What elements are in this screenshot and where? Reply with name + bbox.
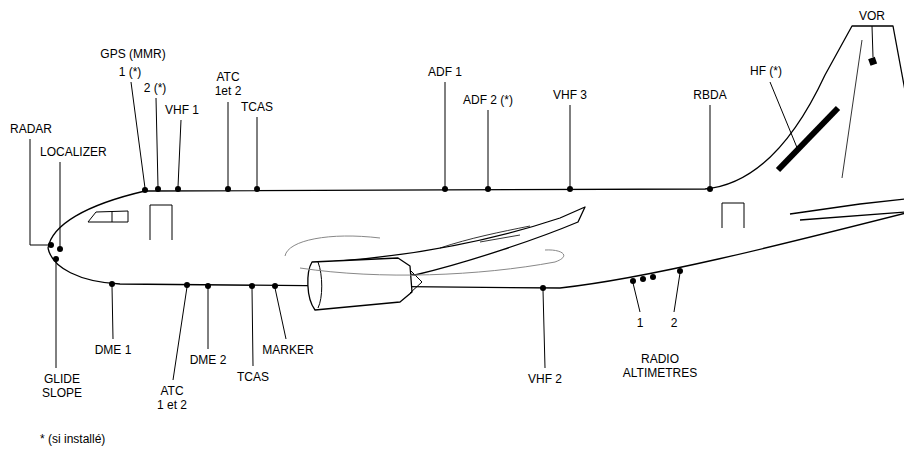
engine-detail [318,262,422,308]
antenna-label: 2 [671,316,678,330]
antenna-dot [53,256,59,262]
antenna-label: VHF 3 [553,88,587,102]
leader-line [56,261,57,368]
leader-line [710,105,711,188]
leader-line [257,117,258,187]
antenna-label: VHF 2 [528,372,562,386]
antenna-dot [650,274,656,280]
footnote: * (si installé) [40,432,105,446]
leader-line [872,26,873,57]
antenna-label: ADF 1 [428,65,462,79]
rear-door [722,203,744,228]
antenna-label: TCAS [241,100,273,114]
antenna-dot [567,186,573,192]
antenna-dot [254,186,260,192]
leader-line [178,120,181,187]
antenna-label: RBDA [693,88,726,102]
antenna-dot [142,187,148,193]
antenna-dot [205,283,211,289]
antenna-dot [707,186,713,192]
antenna-label: RADIO ALTIMETRES [619,352,701,380]
leader-line [543,290,545,368]
stabilizer [790,199,904,220]
antenna-dot [175,186,181,192]
antenna-label: MARKER [262,343,313,357]
leader-line [131,82,145,188]
antenna-dot [48,242,54,248]
leader-line [674,273,680,312]
cockpit-window [88,211,128,222]
wing-outline-grey [285,236,564,275]
antenna-label: VHF 1 [165,103,199,117]
antenna-dot [485,186,491,192]
antenna-label: ADF 2 (*) [463,93,513,107]
leader-line [173,287,187,380]
antenna-dot [249,283,255,289]
leader-lines [30,26,873,380]
antenna-label: GLIDE SLOPE [40,372,85,400]
leader-line [488,110,489,188]
antenna-label: LOCALIZER [40,145,107,159]
hf-antenna [778,108,838,170]
antenna-dot [109,281,115,287]
antenna-label: RADAR [10,122,52,136]
antenna-dot [677,268,683,274]
antenna-label: GPS (MMR) [100,47,165,61]
leader-line [275,288,286,339]
antenna-label: 2 (*) [144,81,167,95]
leader-line [208,288,209,349]
antenna-dot [57,246,63,252]
front-door [150,205,172,240]
wing-detail [440,226,530,248]
antenna-dot [442,186,448,192]
fuselage-top [48,26,904,248]
antenna-dot [630,278,636,284]
leader-line [252,288,253,366]
leader-line [228,102,229,187]
antenna-dot [155,186,161,192]
antenna-dot [640,276,646,282]
antenna-label: DME 2 [190,353,227,367]
antenna-dot [272,283,278,289]
antenna-dot [540,285,546,291]
vor-antenna [868,57,877,66]
antenna-label: ATC 1et 2 [212,70,245,98]
antenna-label: VOR [859,9,885,23]
aircraft-outline [48,26,904,310]
fuselage-bottom [48,213,904,288]
leader-line [112,286,113,339]
leader-line [445,82,446,188]
antenna-label: ATC 1 et 2 [156,384,189,412]
grey-arc [285,236,380,256]
antenna-dot [184,282,190,288]
leader-line [156,98,158,187]
leader-line [60,162,61,247]
antenna-label: 1 [637,316,644,330]
grey-arc [300,250,564,275]
leader-line [570,105,571,188]
antenna-label: TCAS [237,370,269,384]
leader-line [770,82,798,150]
antenna-dots [48,186,713,291]
leader-line [633,283,640,312]
rudder-line [842,40,862,178]
antenna-label: 1 (*) [119,65,142,79]
antenna-dot [225,186,231,192]
antenna-label: HF (*) [750,64,782,78]
antenna-label: DME 1 [95,343,132,357]
engine [308,258,412,310]
